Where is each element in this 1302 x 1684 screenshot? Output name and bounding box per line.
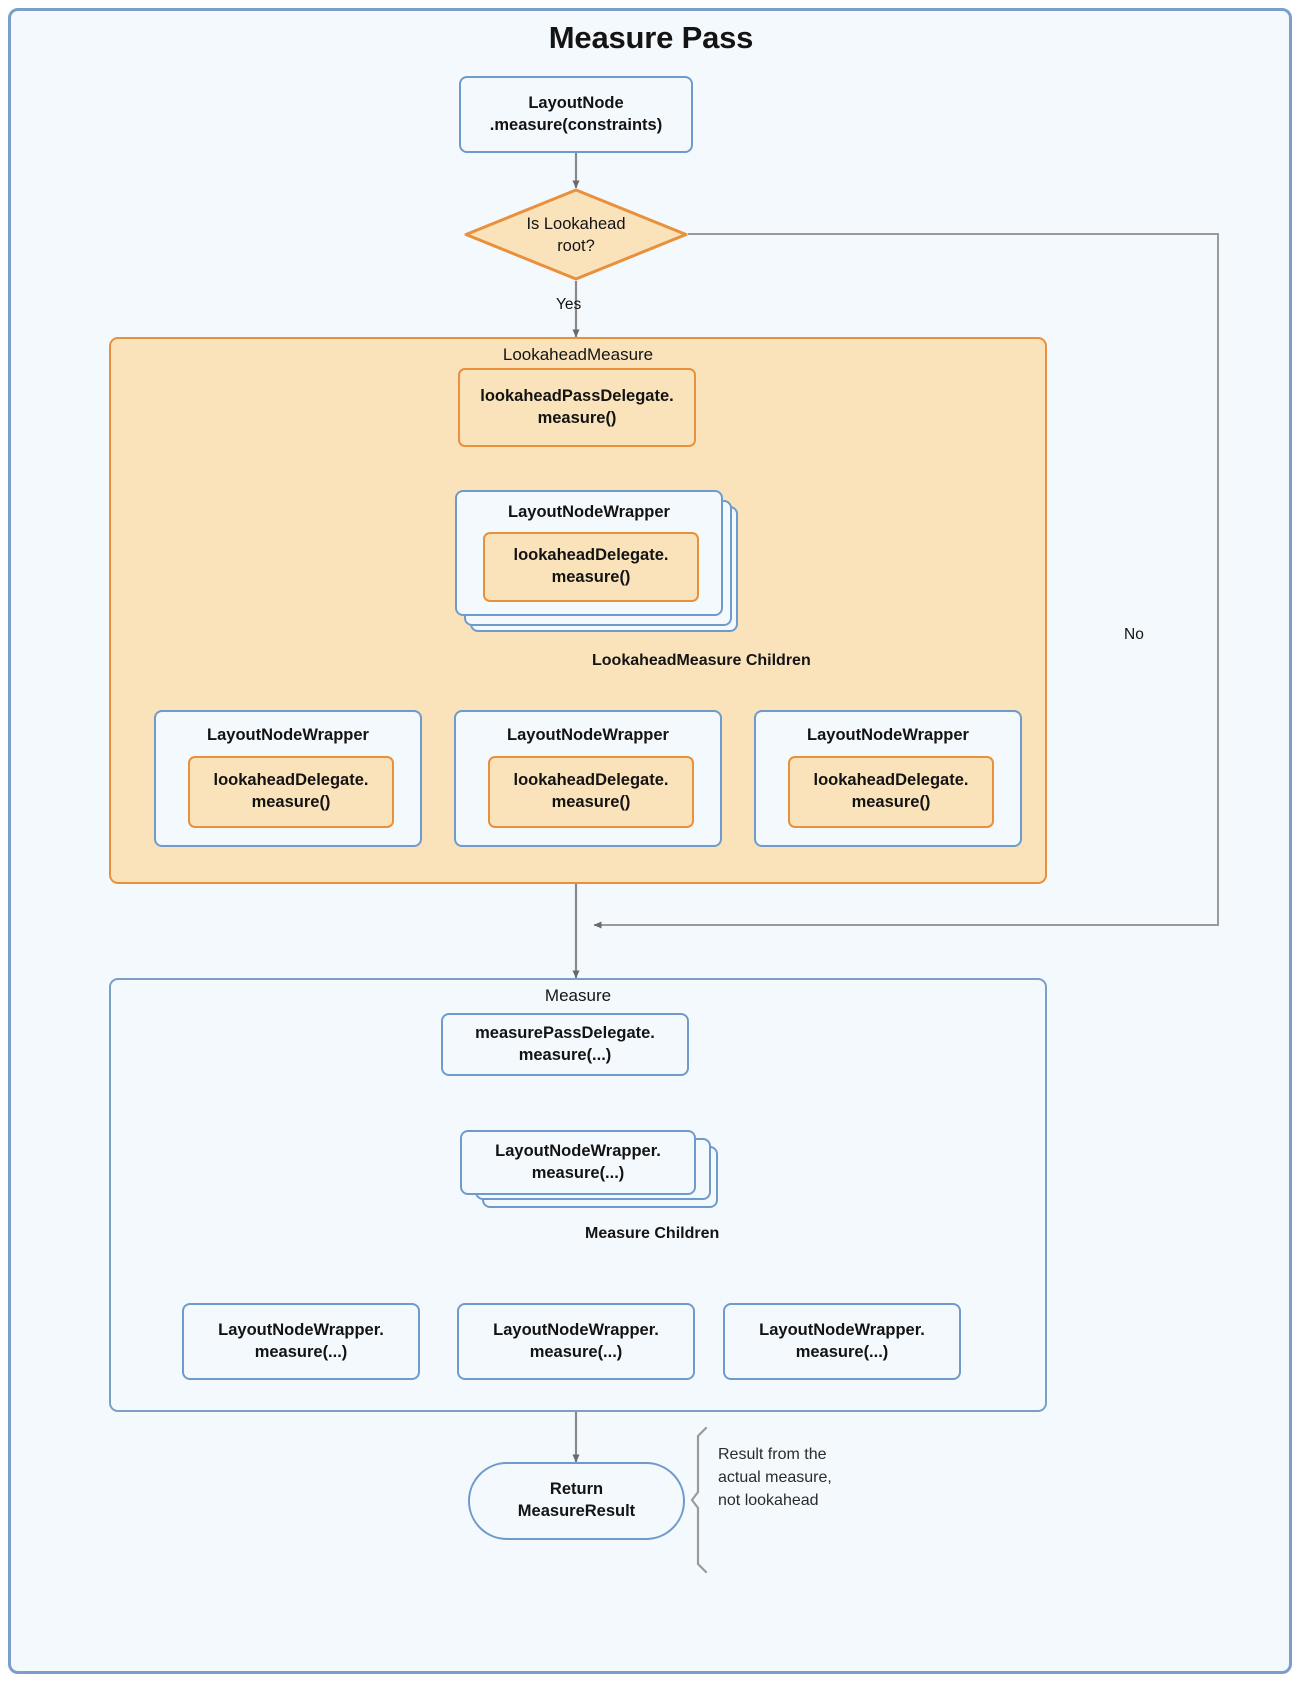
node-lookahead-child-1-title: LayoutNodeWrapper <box>207 726 369 744</box>
node-lookahead-root-delegate[interactable]: lookaheadDelegate. measure() <box>483 532 699 602</box>
node-lookahead-child-1-delegate[interactable]: lookaheadDelegate. measure() <box>188 756 394 828</box>
node-layoutnode-measure-line2: .measure(constraints) <box>489 115 663 134</box>
node-lookahead-child-2-title: LayoutNodeWrapper <box>507 726 669 744</box>
node-layoutnode-measure[interactable]: LayoutNode .measure(constraints) <box>459 76 693 153</box>
annotation-result-note: Result from the actual measure, not look… <box>718 1446 832 1510</box>
node-lookahead-pass-delegate[interactable]: lookaheadPassDelegate. measure() <box>458 368 696 447</box>
node-lookahead-root-wrapper-title: LayoutNodeWrapper <box>508 503 670 521</box>
node-return-measure-result-line2: MeasureResult <box>517 1502 636 1520</box>
node-lookahead-pass-delegate-line2: measure() <box>537 408 617 427</box>
node-lookahead-root-delegate-line1: lookaheadDelegate. <box>513 546 669 565</box>
node-return-measure-result-line1: Return <box>549 1480 604 1499</box>
node-lookahead-child-2-delegate[interactable]: lookaheadDelegate. measure() <box>488 756 694 828</box>
node-lookahead-root-wrapper[interactable]: LayoutNodeWrapper lookaheadDelegate. mea… <box>455 490 723 616</box>
node-return-measure-result[interactable]: Return MeasureResult <box>468 1462 685 1540</box>
decision-line1: Is Lookahead <box>526 215 626 233</box>
node-measure-pass-delegate-line1: measurePassDelegate. <box>475 1023 655 1042</box>
node-measure-child-1-line1: LayoutNodeWrapper. <box>218 1320 384 1339</box>
node-lookahead-child-2-delegate-line2: measure() <box>551 793 631 811</box>
edge-label-lookahead-measure-children: LookaheadMeasure Children <box>592 652 811 669</box>
node-measure-pass-delegate[interactable]: measurePassDelegate. measure(...) <box>441 1013 689 1076</box>
node-lookahead-child-2-delegate-line1: lookaheadDelegate. <box>513 771 669 790</box>
node-lookahead-child-3[interactable]: LayoutNodeWrapper lookaheadDelegate. mea… <box>754 710 1022 847</box>
edge-label-measure-children: Measure Children <box>585 1225 720 1242</box>
node-lookahead-child-1-delegate-line1: lookaheadDelegate. <box>213 771 369 790</box>
node-measure-child-1[interactable]: LayoutNodeWrapper. measure(...) <box>182 1303 420 1380</box>
node-measure-child-3-line1: LayoutNodeWrapper. <box>759 1320 925 1339</box>
node-measure-child-2-line1: LayoutNodeWrapper. <box>493 1320 659 1339</box>
node-measure-root-wrapper-line1: LayoutNodeWrapper. <box>495 1141 661 1160</box>
node-lookahead-child-3-delegate-line1: lookaheadDelegate. <box>813 771 969 790</box>
node-measure-child-3-line2: measure(...) <box>795 1342 889 1361</box>
node-measure-child-2[interactable]: LayoutNodeWrapper. measure(...) <box>457 1303 695 1380</box>
decision-line2: root? <box>557 236 595 255</box>
node-measure-pass-delegate-line2: measure(...) <box>518 1045 612 1064</box>
node-measure-child-3[interactable]: LayoutNodeWrapper. measure(...) <box>723 1303 961 1380</box>
group-measure-label: Measure <box>544 986 612 1005</box>
node-measure-root-wrapper[interactable]: LayoutNodeWrapper. measure(...) <box>460 1130 696 1195</box>
node-lookahead-root-delegate-line2: measure() <box>551 568 631 586</box>
node-lookahead-child-3-title: LayoutNodeWrapper <box>807 726 969 744</box>
node-measure-root-wrapper-line2: measure(...) <box>531 1163 625 1182</box>
node-lookahead-child-3-delegate[interactable]: lookaheadDelegate. measure() <box>788 756 994 828</box>
node-measure-child-2-line2: measure(...) <box>529 1342 623 1361</box>
node-lookahead-child-1-delegate-line2: measure() <box>251 793 331 811</box>
edge-label-yes: Yes <box>556 296 582 313</box>
edge-label-no: No <box>1124 626 1144 643</box>
node-lookahead-pass-delegate-line1: lookaheadPassDelegate. <box>480 386 674 405</box>
node-lookahead-child-3-delegate-line2: measure() <box>851 793 931 811</box>
node-measure-child-1-line2: measure(...) <box>254 1342 348 1361</box>
node-layoutnode-measure-line1: LayoutNode <box>528 93 624 112</box>
node-lookahead-child-2[interactable]: LayoutNodeWrapper lookaheadDelegate. mea… <box>454 710 722 847</box>
group-lookahead-measure-label: LookaheadMeasure <box>502 345 654 364</box>
node-lookahead-child-1[interactable]: LayoutNodeWrapper lookaheadDelegate. mea… <box>154 710 422 847</box>
decision-is-lookahead-root[interactable]: Is Lookahead root? <box>464 188 688 281</box>
page-title: Measure Pass <box>548 20 754 55</box>
